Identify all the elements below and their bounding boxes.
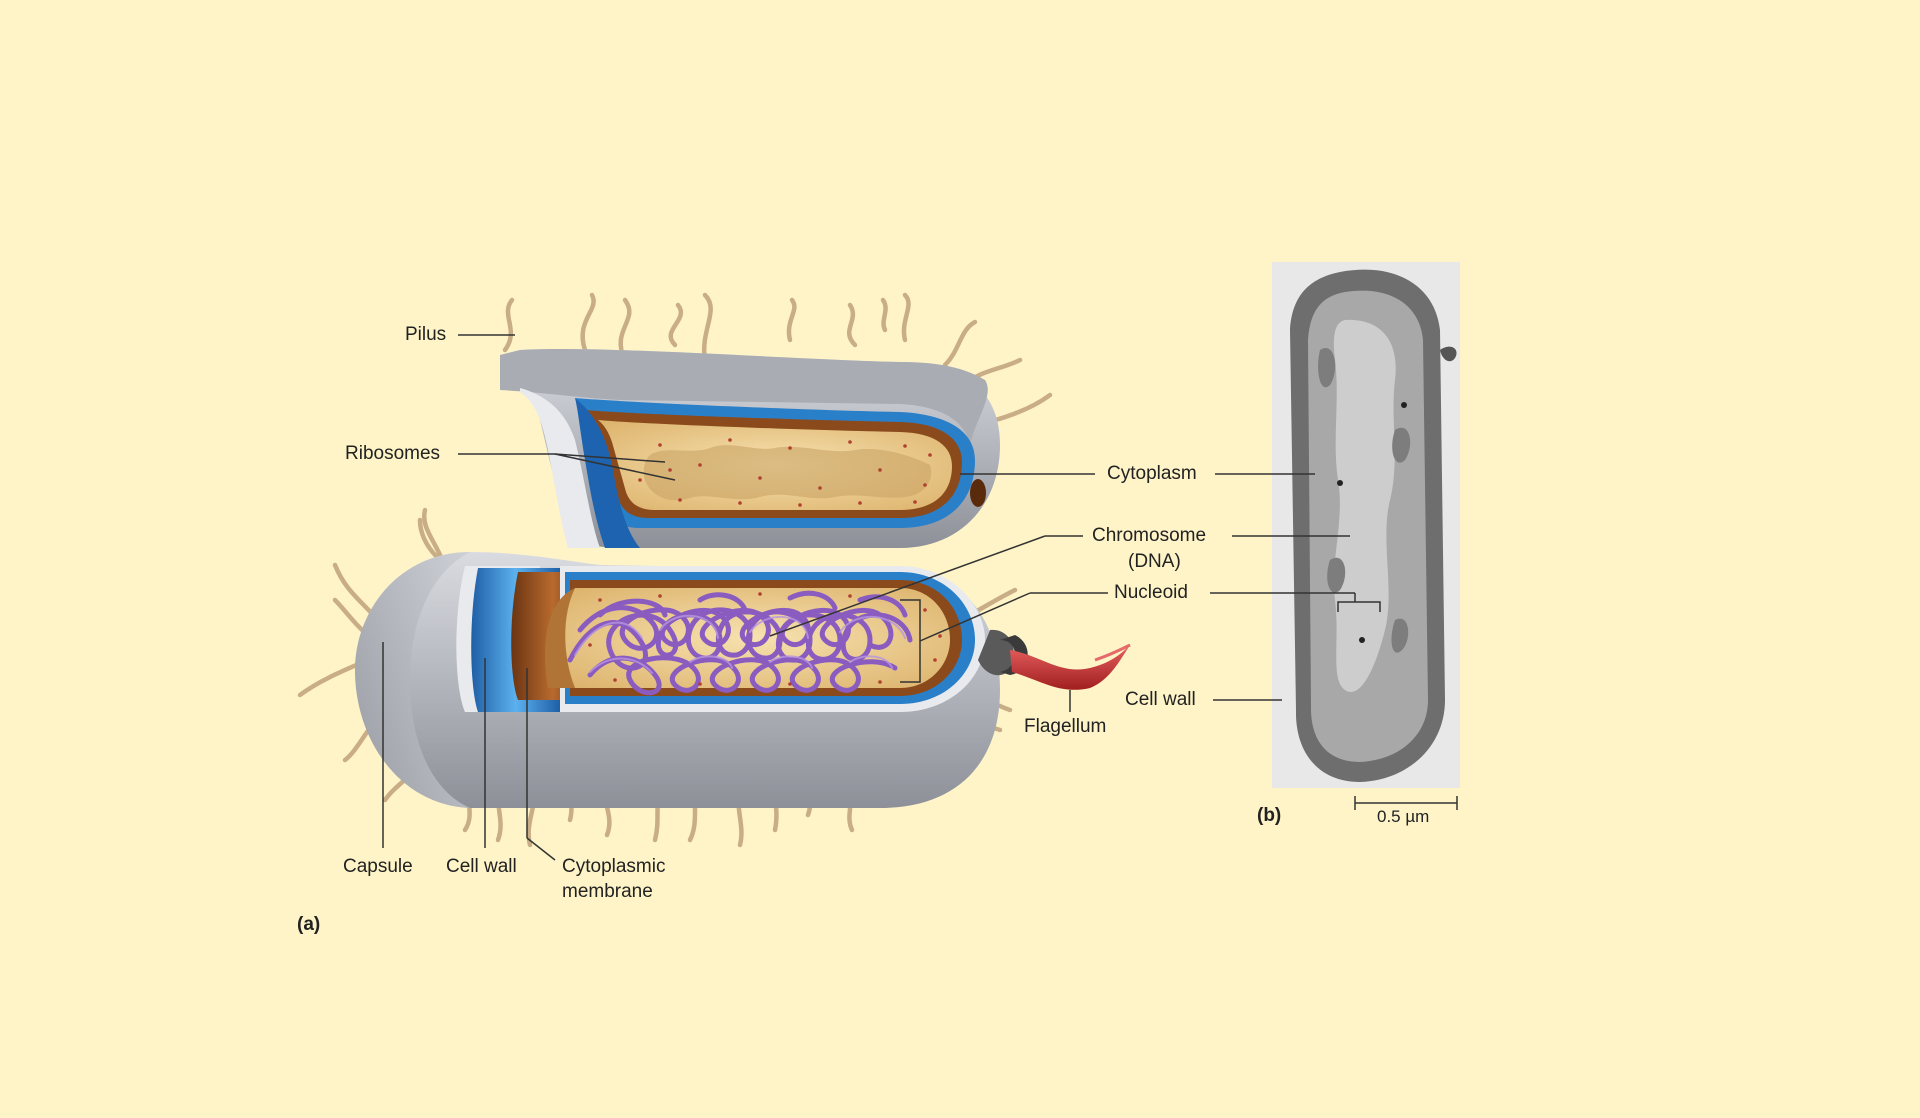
panel-letter-b: (b) xyxy=(1257,805,1282,826)
label-capsule: Capsule xyxy=(343,856,413,877)
chromosome-dna-highlight xyxy=(574,614,906,674)
ribosomes-dots xyxy=(588,438,942,686)
label-cell-wall-a: Cell wall xyxy=(446,856,517,877)
label-pilus: Pilus xyxy=(405,324,447,345)
label-chromosome: Chromosome xyxy=(1092,525,1207,546)
leader-lines xyxy=(382,334,1458,861)
label-dna: (DNA) xyxy=(1128,551,1181,572)
label-nucleoid: Nucleoid xyxy=(1114,582,1188,603)
lower-half-cell xyxy=(355,552,1000,808)
label-flagellum: Flagellum xyxy=(1024,716,1107,737)
panel-letter-a: (a) xyxy=(297,914,321,935)
upper-half-cell xyxy=(500,348,1000,548)
label-ribosomes: Ribosomes xyxy=(345,443,441,464)
label-cell-wall-b: Cell wall xyxy=(1125,689,1196,710)
electron-micrograph xyxy=(1272,262,1460,788)
label-cytoplasmic: Cytoplasmic xyxy=(562,856,666,877)
flagellum xyxy=(978,629,1131,690)
scale-bar-label: 0.5 µm xyxy=(1377,807,1430,826)
label-cytoplasm: Cytoplasm xyxy=(1107,463,1197,484)
label-membrane: membrane xyxy=(562,881,653,902)
chromosome-dna xyxy=(567,590,913,696)
